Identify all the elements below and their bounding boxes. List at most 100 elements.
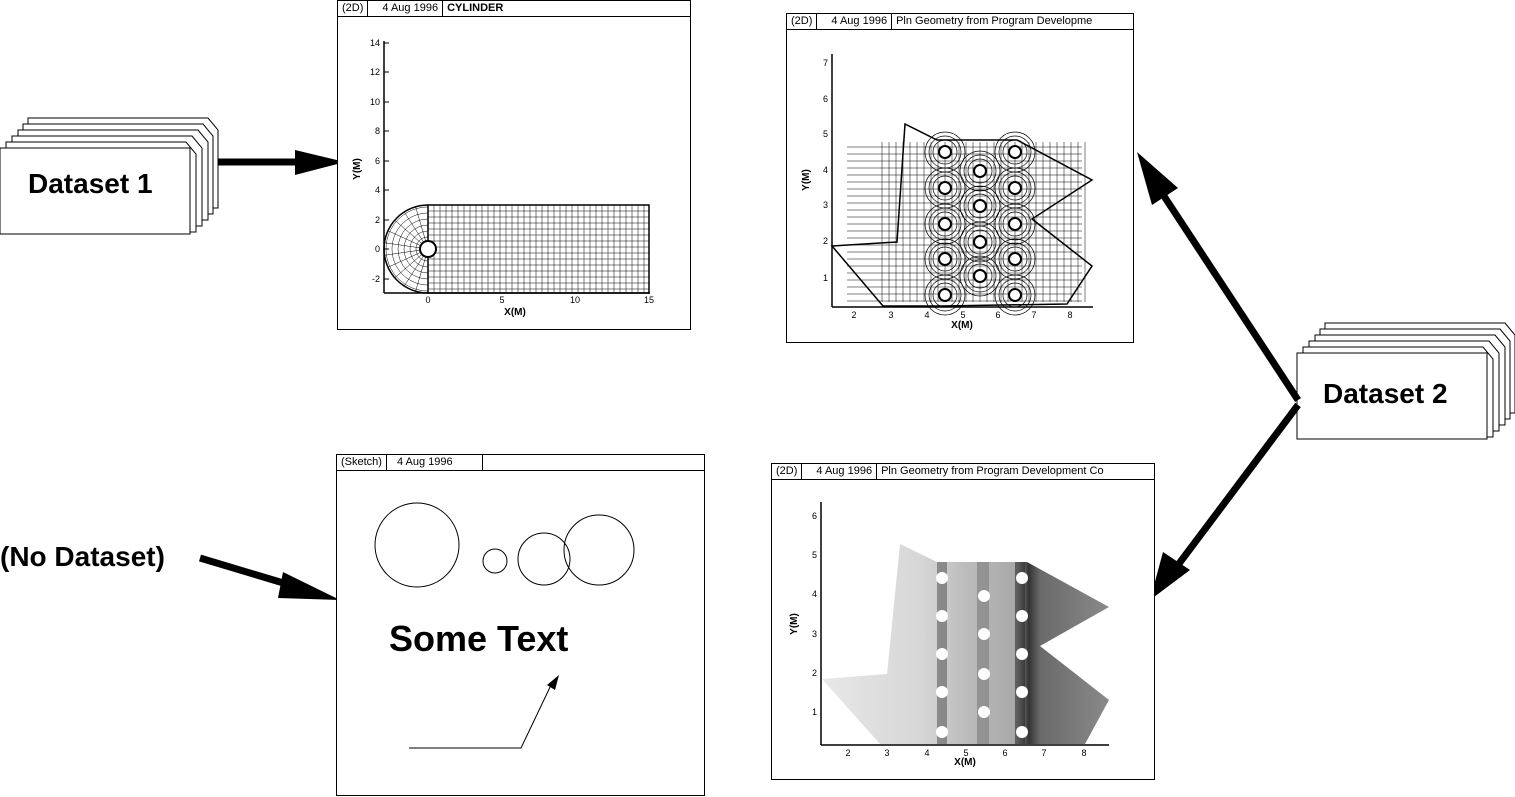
mesh-ring (932, 139, 958, 165)
mesh-hole (938, 181, 952, 195)
mesh-ring (959, 255, 1001, 297)
arrow-dataset1-to-cylinder (218, 150, 345, 175)
contour-frame[interactable]: (2D) 4 Aug 1996 Pln Geometry from Progra… (771, 463, 1155, 780)
cylinder-header: (2D) 4 Aug 1996 CYLINDER (338, 1, 691, 17)
contour-date: 4 Aug 1996 (802, 464, 878, 479)
mesh-xtick: 2 (851, 310, 856, 320)
contour-fill (822, 544, 1109, 744)
cylinder-title: CYLINDER (447, 2, 504, 14)
contour-hole (936, 726, 948, 738)
cylinder-ytick: 4 (375, 185, 380, 195)
mesh-hole (973, 199, 987, 213)
mesh-ring (924, 274, 966, 316)
mesh-hole (938, 145, 952, 159)
dataset1-label: Dataset 1 (28, 168, 153, 199)
mesh-ytick: 3 (823, 200, 828, 210)
contour-hole (936, 686, 948, 698)
mesh-hole (938, 252, 952, 266)
mesh-hole (1008, 217, 1022, 231)
mesh-ring (959, 150, 1001, 192)
mesh-xlabel: X(M) (951, 320, 973, 331)
contour-hole (1016, 726, 1028, 738)
cylinder-xtick: 15 (644, 295, 654, 305)
contour-xtick: 8 (1081, 748, 1086, 758)
mesh-ring (1002, 282, 1028, 308)
cylinder-xtick: 10 (570, 295, 580, 305)
cylinder-mesh-body (427, 204, 650, 294)
arrow-dataset2-to-contour (1150, 402, 1301, 600)
mesh-date: 4 Aug 1996 (817, 14, 893, 29)
contour-ylabel: Y(M) (789, 613, 800, 635)
mesh-xtick: 3 (888, 310, 893, 320)
no-dataset-label: (No Dataset) (0, 541, 165, 572)
contour-xtick: 6 (1002, 748, 1007, 758)
sketch-header: (Sketch) 4 Aug 1996 (337, 455, 483, 471)
mesh-ring (928, 278, 962, 312)
sketch-circle (563, 514, 635, 586)
dataset1-stack (0, 117, 219, 235)
cylinder-body (419, 240, 437, 258)
contour-xtick: 2 (845, 748, 850, 758)
contour-hole (978, 706, 990, 718)
mesh-ytick: 5 (823, 129, 828, 139)
mesh-ring (963, 154, 997, 188)
contour-hole (978, 628, 990, 640)
mesh-ylabel: Y(M) (801, 169, 812, 191)
arrow-dataset2-to-mesh (1137, 152, 1301, 402)
mesh-ytick: 6 (823, 94, 828, 104)
sketch-text: Some Text (389, 618, 568, 659)
contour-xtick: 7 (1041, 748, 1046, 758)
sketch-circle (374, 502, 460, 588)
mesh-ytick: 2 (823, 236, 828, 246)
mesh-ring (998, 278, 1032, 312)
cylinder-ytick: 8 (375, 126, 380, 136)
mesh-hole (973, 235, 987, 249)
contour-hole (1016, 610, 1028, 622)
contour-xtick: 4 (924, 748, 929, 758)
mesh-ring (932, 246, 958, 272)
mesh-hole (1008, 145, 1022, 159)
mesh-ring (967, 193, 993, 219)
mesh-ring (967, 229, 993, 255)
cylinder-mesh-nose (383, 204, 429, 294)
cylinder-plot: 14 12 10 8 6 4 2 0 -2 0 5 10 15 X(M) Y(M… (352, 38, 654, 318)
cylinder-ytick: 14 (370, 38, 380, 48)
cylinder-frame[interactable]: (2D) 4 Aug 1996 CYLINDER 14 12 (337, 0, 691, 330)
sketch-circle (482, 548, 508, 574)
cylinder-ytick: 6 (375, 156, 380, 166)
contour-xtick: 3 (884, 748, 889, 758)
cylinder-ytick: -2 (372, 274, 380, 284)
cylinder-ylabel: Y(M) (352, 158, 363, 180)
mesh-ring (1002, 175, 1028, 201)
mesh-hole (973, 164, 987, 178)
mesh-x-tick-labels: 2 3 4 5 6 7 8 (851, 310, 1072, 320)
mesh-mode: (2D) (787, 14, 818, 29)
mesh-ring (1002, 246, 1028, 272)
cylinder-xlabel: X(M) (504, 307, 526, 318)
mesh-ytick: 7 (823, 58, 828, 68)
mesh-ytick: 4 (823, 165, 828, 175)
mesh-ring (963, 225, 997, 259)
cylinder-grid-line (409, 230, 429, 268)
mesh-ring (994, 203, 1036, 245)
cylinder-y-ticks (384, 42, 389, 280)
contour-ytick: 3 (812, 629, 817, 639)
contour-hole (978, 668, 990, 680)
mesh-ring (1002, 139, 1028, 165)
sketch-frame[interactable]: (Sketch) 4 Aug 1996 Some Text (336, 454, 705, 796)
sketch-canvas: Some Text (374, 502, 635, 749)
mesh-xtick: 4 (924, 310, 929, 320)
cylinder-ytick: 12 (370, 67, 380, 77)
mesh-hole (1008, 252, 1022, 266)
mesh-ring (932, 282, 958, 308)
mesh-frame[interactable]: (2D) 4 Aug 1996 Pln Geometry from Progra… (786, 13, 1134, 343)
sketch-pointer-line (409, 682, 553, 749)
cylinder-mode: (2D) (338, 1, 369, 16)
mesh-ring (959, 221, 1001, 263)
mesh-ring (963, 259, 997, 293)
contour-hole (936, 648, 948, 660)
cylinder-grid-line (415, 236, 429, 262)
mesh-ring (928, 207, 962, 241)
contour-title: Pln Geometry from Program Development Co (881, 465, 1104, 477)
cylinder-grid-line (397, 218, 429, 280)
